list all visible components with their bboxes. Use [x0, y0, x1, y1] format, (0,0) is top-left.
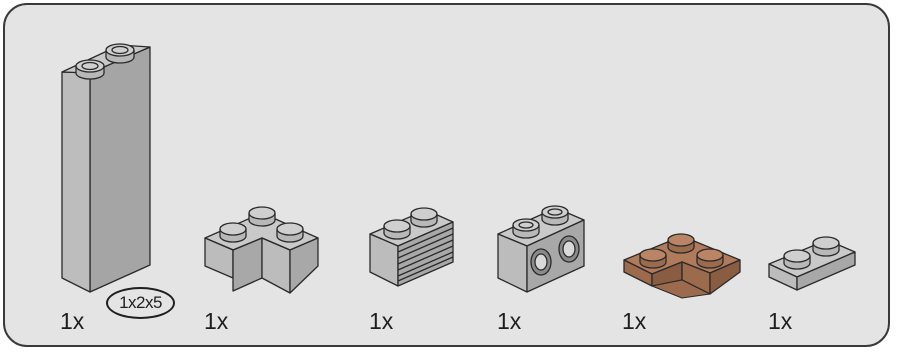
technic-brick-holes-icon: [497, 205, 585, 293]
part-quantity: 1x: [497, 308, 522, 334]
part-quantity: 1x: [369, 308, 394, 334]
brick-grille-icon: [369, 207, 454, 287]
part-quantity: 1x: [622, 308, 647, 334]
brick-corner-icon: [204, 206, 319, 294]
plate-corner-icon: [623, 233, 741, 299]
size-label-badge: 1x2x5: [106, 287, 175, 319]
brick-1x2x5-icon: [61, 43, 151, 293]
part-quantity: 1x: [204, 308, 229, 334]
part-quantity: 1x: [768, 308, 793, 334]
plate-1x2-icon: [768, 236, 856, 291]
part-quantity: 1x: [60, 308, 85, 334]
